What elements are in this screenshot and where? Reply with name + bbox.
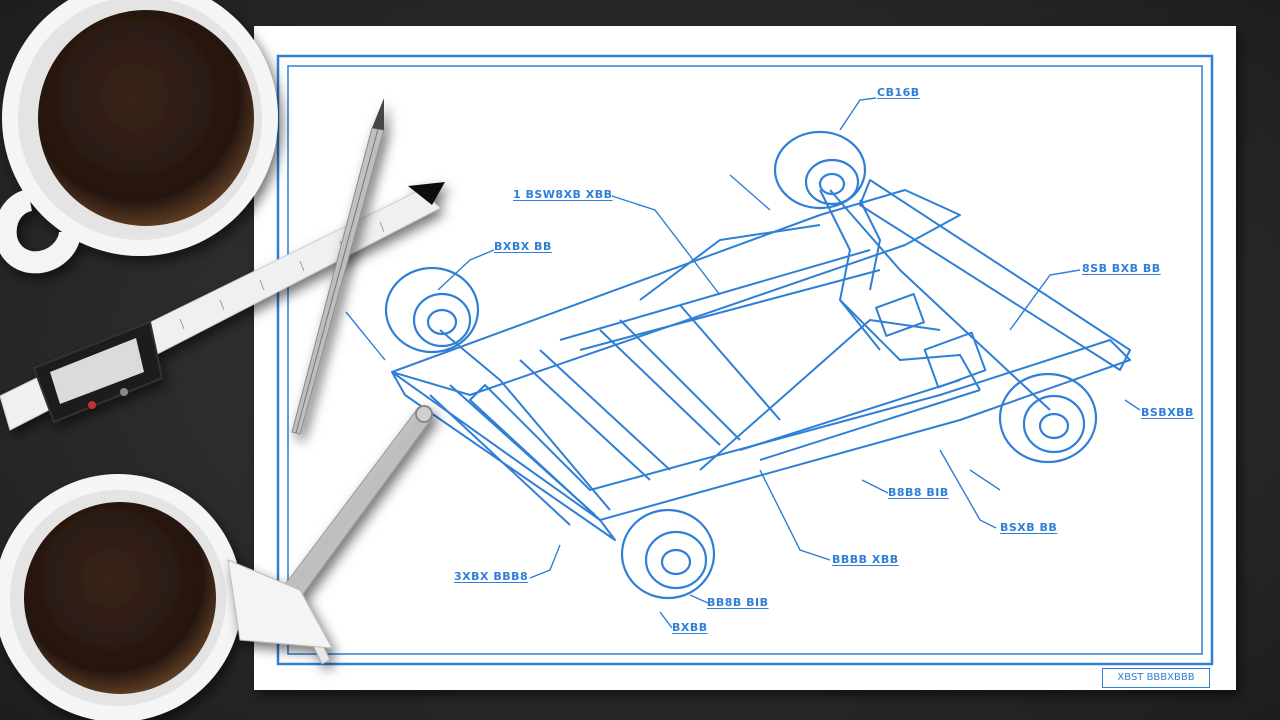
chassis-drawing (391, 179, 1131, 541)
annotation-label: 1 BSW8XB XBB (513, 188, 613, 201)
coffee-surface (38, 10, 254, 226)
caliper-display-body (32, 320, 164, 424)
annotation-label: 3XBX BBB8 (454, 570, 529, 583)
annotation-label: BB8B BIB (707, 596, 769, 609)
wheel-rear-left (773, 130, 867, 210)
right-frame-rail (469, 339, 1131, 521)
front-axle (439, 329, 611, 511)
annotation-label: B8B8 BIB (888, 486, 949, 499)
inner-frame (287, 65, 1203, 655)
blueprint-sheet (254, 26, 1236, 690)
pencil (291, 98, 385, 435)
annotation-label: BXBB (672, 621, 708, 634)
annotation-label: BXBX BB (494, 240, 552, 253)
rear-cross-member (859, 179, 1131, 371)
coffee-surface (24, 502, 216, 694)
outer-frame (276, 54, 1214, 666)
caliper-screen (50, 338, 144, 404)
rear-axle (829, 189, 1051, 411)
annotation-label: 8SB BXB BB (1082, 262, 1161, 275)
annotation-label: BSXB BB (1000, 521, 1058, 534)
wheel-rear-right (998, 372, 1098, 464)
cup-handle (0, 189, 81, 274)
annotation-label: CB16B (877, 86, 920, 99)
leader-lines (345, 97, 1141, 629)
wheels (384, 130, 1098, 600)
left-frame-rail (391, 189, 961, 396)
annotation-label: BSBXBB (1141, 406, 1194, 419)
coffee-cup-top (0, 0, 278, 274)
front-cross-member (391, 371, 616, 541)
drafting-compass (227, 405, 433, 665)
coffee-cup-bottom (0, 474, 242, 720)
wheel-front-left (384, 266, 480, 354)
annotation-label: BBBB XBB (832, 553, 899, 566)
title-block: XBST BBBXBBB (1102, 668, 1210, 688)
wheel-front-right (620, 508, 716, 600)
caliper-ruler (0, 182, 445, 431)
